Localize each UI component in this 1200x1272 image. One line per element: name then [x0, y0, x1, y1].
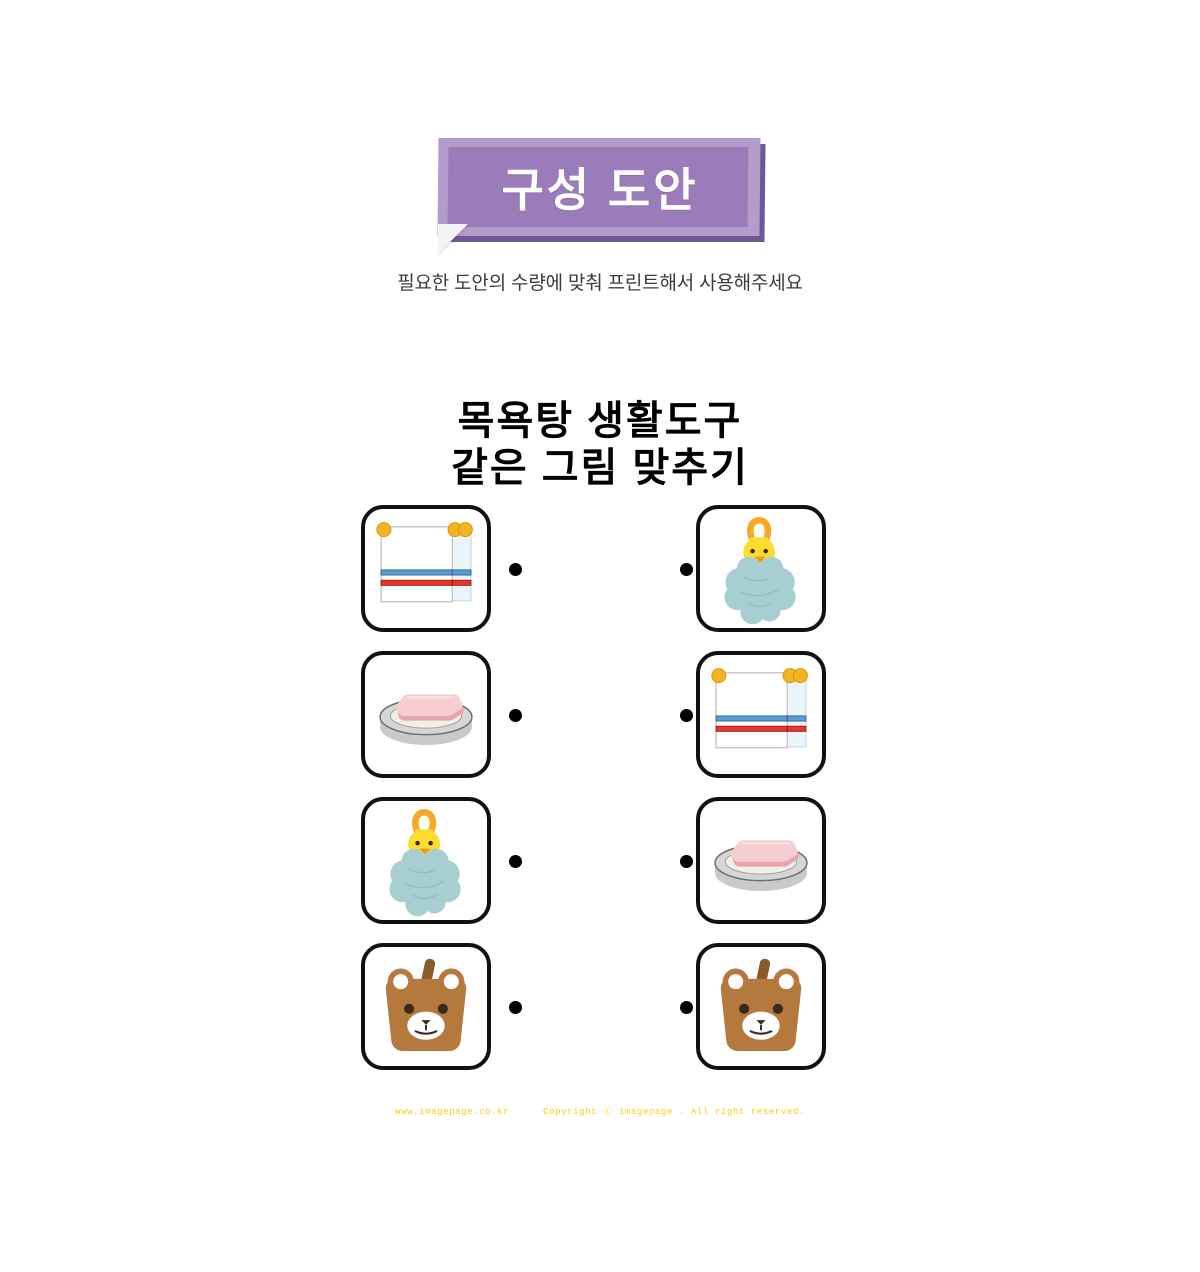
table-row: [360, 943, 840, 1089]
footer-copyright-symbol: ⓒ: [603, 1107, 613, 1117]
connector-dot-right[interactable]: [680, 709, 693, 722]
connector-dot-left[interactable]: [509, 855, 522, 868]
towel-icon: [711, 668, 808, 749]
banner-folded-corner: [438, 224, 468, 254]
banner-area: 구성 도안: [0, 138, 1200, 254]
page-title-line1: 목욕탕 생활도구: [457, 399, 743, 443]
match-card-left-loofah[interactable]: [361, 797, 491, 924]
footer-brand: imagepage: [618, 1107, 673, 1117]
footer-brand-overlay: imagepage: [618, 1107, 673, 1117]
loofah-icon: [724, 516, 796, 625]
match-card-right-soap[interactable]: [696, 797, 826, 924]
footer-copyright-suffix: . All right reserved.: [678, 1107, 805, 1117]
section-banner: 구성 도안: [435, 138, 766, 254]
footer-site: www.imagepage.co.kr: [395, 1107, 510, 1117]
matching-grid: [360, 505, 840, 1089]
match-card-left-soap[interactable]: [361, 651, 491, 778]
connector-dot-left[interactable]: [509, 1001, 522, 1014]
match-card-left-towel[interactable]: [361, 505, 491, 632]
table-row: [360, 797, 840, 943]
match-card-right-loofah[interactable]: [696, 505, 826, 632]
connector-dot-right[interactable]: [680, 855, 693, 868]
connector-dot-right[interactable]: [680, 1001, 693, 1014]
soap-icon: [714, 840, 808, 891]
match-card-right-basket[interactable]: [696, 943, 826, 1070]
match-card-right-towel[interactable]: [696, 651, 826, 778]
instruction-subtitle: 필요한 도안의 수량에 맞춰 프린트해서 사용해주세요: [397, 273, 803, 294]
match-card-left-basket[interactable]: [361, 943, 491, 1070]
table-row: [360, 651, 840, 797]
table-row: [360, 505, 840, 651]
connector-dot-right[interactable]: [680, 563, 693, 576]
bear-basket-icon: [720, 958, 802, 1052]
loofah-icon: [389, 808, 461, 917]
footer-copyright-prefix: Copyright: [543, 1107, 598, 1117]
connector-dot-left[interactable]: [509, 709, 522, 722]
page-title: 목욕탕 생활도구 같은 그림 맞추기: [0, 398, 1200, 492]
footer-credit: www.imagepage.co.kr Copyright ⓒ imagepag…: [0, 1104, 1200, 1117]
soap-icon: [379, 694, 473, 745]
towel-icon: [376, 522, 473, 603]
bear-basket-icon: [385, 958, 467, 1052]
connector-dot-left[interactable]: [509, 563, 522, 576]
page-title-line2: 같은 그림 맞추기: [451, 446, 749, 490]
banner-title: 구성 도안: [501, 164, 699, 216]
